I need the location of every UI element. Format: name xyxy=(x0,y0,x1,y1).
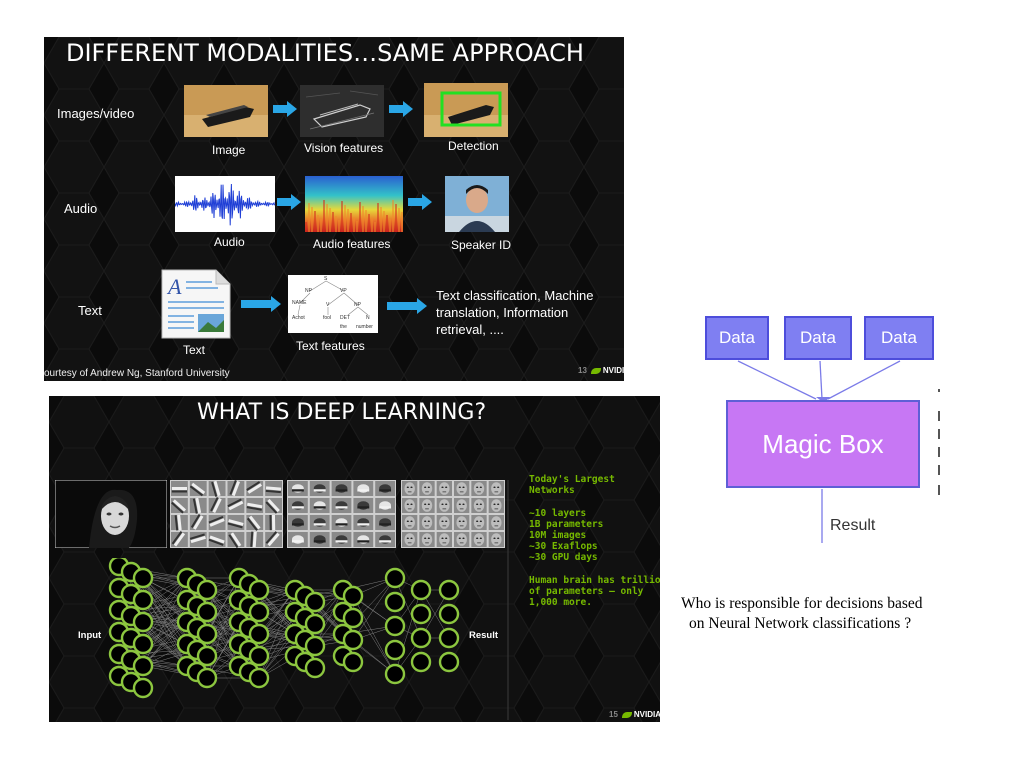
credit-text: ourtesy of Andrew Ng, Stanford Universit… xyxy=(44,368,230,379)
text-output-line: retrieval, .... xyxy=(436,322,504,337)
filters-faces-grid xyxy=(401,480,505,548)
tree-node: NP xyxy=(354,302,362,308)
input-label: Input xyxy=(78,630,102,641)
slide-title: WHAT IS DEEP LEARNING? xyxy=(197,400,487,425)
tree-node: NAME xyxy=(292,300,307,306)
arrow-icon xyxy=(241,296,281,312)
parse-tree-image: S NP VP NAME V NP Achot fool DET N the n… xyxy=(288,275,378,333)
stats-note: of parameters – only xyxy=(529,586,644,597)
data-box: Data xyxy=(705,316,769,360)
stats-note: Human brain has trillions xyxy=(529,575,660,586)
row-label-audio: Audio xyxy=(64,201,98,216)
tree-node: fool xyxy=(323,315,331,321)
neural-network-diagram xyxy=(108,558,460,699)
magic-box-label: Magic Box xyxy=(762,428,884,459)
step-label: Text xyxy=(183,343,206,357)
tree-node: N xyxy=(366,315,370,321)
filters-parts-grid xyxy=(287,480,396,548)
text-document-image: A xyxy=(161,269,231,339)
text-output-line: translation, Information xyxy=(436,305,569,320)
data-box: Data xyxy=(784,316,852,360)
stats-heading: Networks xyxy=(529,485,575,496)
text-output-line: Text classification, Machine xyxy=(436,288,594,303)
step-label: Image xyxy=(212,143,246,157)
spectrogram-image xyxy=(305,176,403,232)
step-label: Detection xyxy=(448,139,499,153)
tree-node: S xyxy=(324,276,328,282)
tree-node: NP xyxy=(305,288,313,294)
vision-features-image xyxy=(300,85,384,137)
arrow-icon xyxy=(273,101,297,117)
arrow-icon xyxy=(389,101,413,117)
nvidia-eye-icon xyxy=(621,711,632,718)
slide-title: DIFFERENT MODALITIES…SAME APPROACH xyxy=(66,39,584,67)
nvidia-logo: 13 NVIDIA xyxy=(578,366,624,375)
tree-node: V xyxy=(326,302,330,308)
slide-different-modalities: DIFFERENT MODALITIES…SAME APPROACH Image… xyxy=(44,37,624,381)
data-box-label: Data xyxy=(800,328,836,347)
magic-box-diagram: Data Data Data Magic Box Result xyxy=(684,311,940,544)
audio-waveform-image xyxy=(175,176,275,232)
arrow-icon xyxy=(408,194,432,210)
magic-box: Magic Box xyxy=(726,400,920,488)
result-label: Result xyxy=(469,630,499,641)
stats-note: 1,000 more. xyxy=(529,597,592,608)
stats-item: ~10 layers xyxy=(529,508,587,519)
nvidia-wordmark: NVIDIA xyxy=(602,366,624,375)
stats-item: ~30 GPU days xyxy=(529,552,598,563)
stapler-image xyxy=(184,85,268,137)
nvidia-logo: 15 NVIDIA xyxy=(609,710,660,719)
magic-box-result-label: Result xyxy=(830,517,876,534)
step-label: Text features xyxy=(296,339,365,353)
slide-what-is-deep-learning: WHAT IS DEEP LEARNING? Input Result Toda… xyxy=(49,396,660,722)
svg-text:A: A xyxy=(166,274,182,299)
row-label-text: Text xyxy=(78,303,102,318)
nvidia-eye-icon xyxy=(590,367,601,374)
data-box-label: Data xyxy=(719,328,755,347)
question-caption: Who is responsible for decisions based o… xyxy=(681,594,923,634)
tree-node: DET xyxy=(340,315,350,321)
stats-item: 1B parameters xyxy=(529,519,604,530)
step-label: Speaker ID xyxy=(451,238,512,252)
stats-heading: Today's Largest xyxy=(529,474,615,485)
page-number: 15 xyxy=(609,710,618,719)
tree-node: Achot xyxy=(292,315,305,321)
data-box-label: Data xyxy=(881,328,917,347)
face-photo xyxy=(55,480,167,548)
network-stats: Today's Largest Networks ~10 layers 1B p… xyxy=(529,474,660,608)
step-label: Vision features xyxy=(304,141,384,155)
arrow-icon xyxy=(277,194,301,210)
data-box: Data xyxy=(864,316,934,360)
row-label-images: Images/video xyxy=(57,106,135,121)
caption-line: Who is responsible for decisions based xyxy=(681,595,923,612)
tree-node: the xyxy=(340,324,347,330)
filters-edges-grid xyxy=(170,480,283,548)
arrow-icon xyxy=(387,298,427,314)
page-number: 13 xyxy=(578,366,587,375)
caption-line: on Neural Network classifications ? xyxy=(689,615,912,632)
step-label: Audio features xyxy=(313,237,391,251)
stats-item: 10M images xyxy=(529,530,587,541)
speaker-photo xyxy=(445,176,509,232)
nvidia-wordmark: NVIDIA xyxy=(633,710,660,719)
step-label: Audio xyxy=(214,235,245,249)
stats-item: ~30 Exaflops xyxy=(529,541,598,552)
tree-node: VP xyxy=(340,288,347,294)
detection-image xyxy=(424,83,508,137)
tree-node: number xyxy=(356,324,373,330)
text-output-label: Text classification, Machine translation… xyxy=(436,287,594,338)
